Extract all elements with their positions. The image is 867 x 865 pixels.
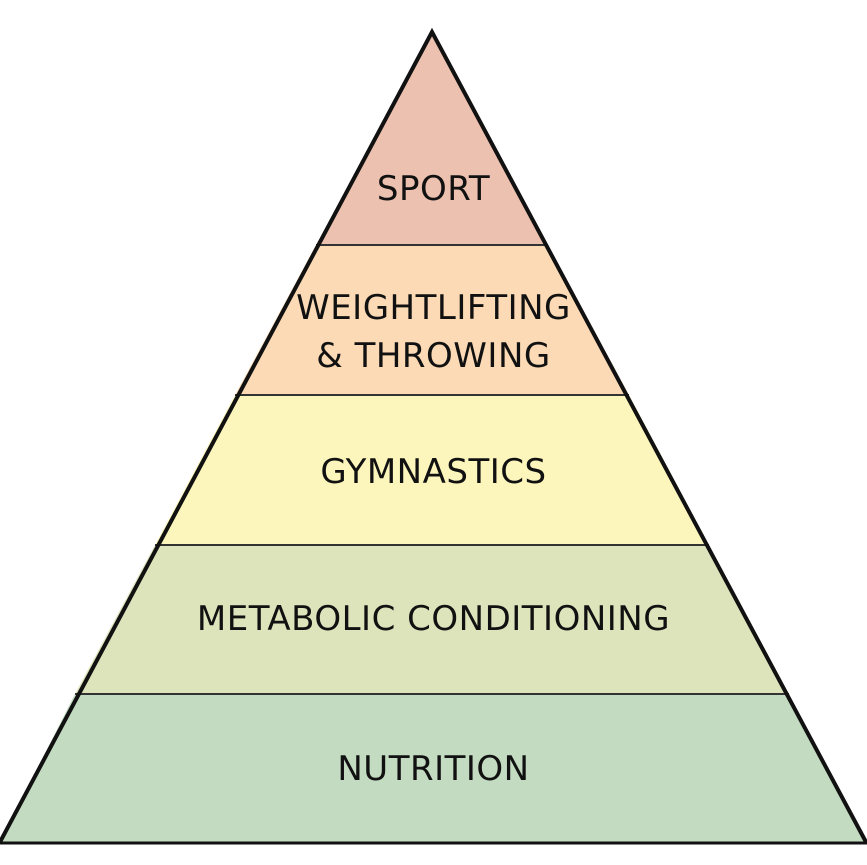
level-gymnastics [155,395,709,545]
pyramid-outline [0,27,867,843]
level-metabolic [75,545,789,694]
label-weightlifting-line1: WEIGHTLIFTING [296,288,571,328]
label-gymnastics: GYMNASTICS [320,452,547,492]
label-weightlifting-line2: & THROWING [316,336,551,376]
level-sport [316,32,548,245]
divider-lines [75,244,789,695]
label-metabolic-conditioning: METABOLIC CONDITIONING [196,599,671,639]
label-nutrition: NUTRITION [337,749,530,789]
level-nutrition [0,694,866,842]
level-weightlifting [235,245,629,395]
label-sport: SPORT [376,169,491,209]
